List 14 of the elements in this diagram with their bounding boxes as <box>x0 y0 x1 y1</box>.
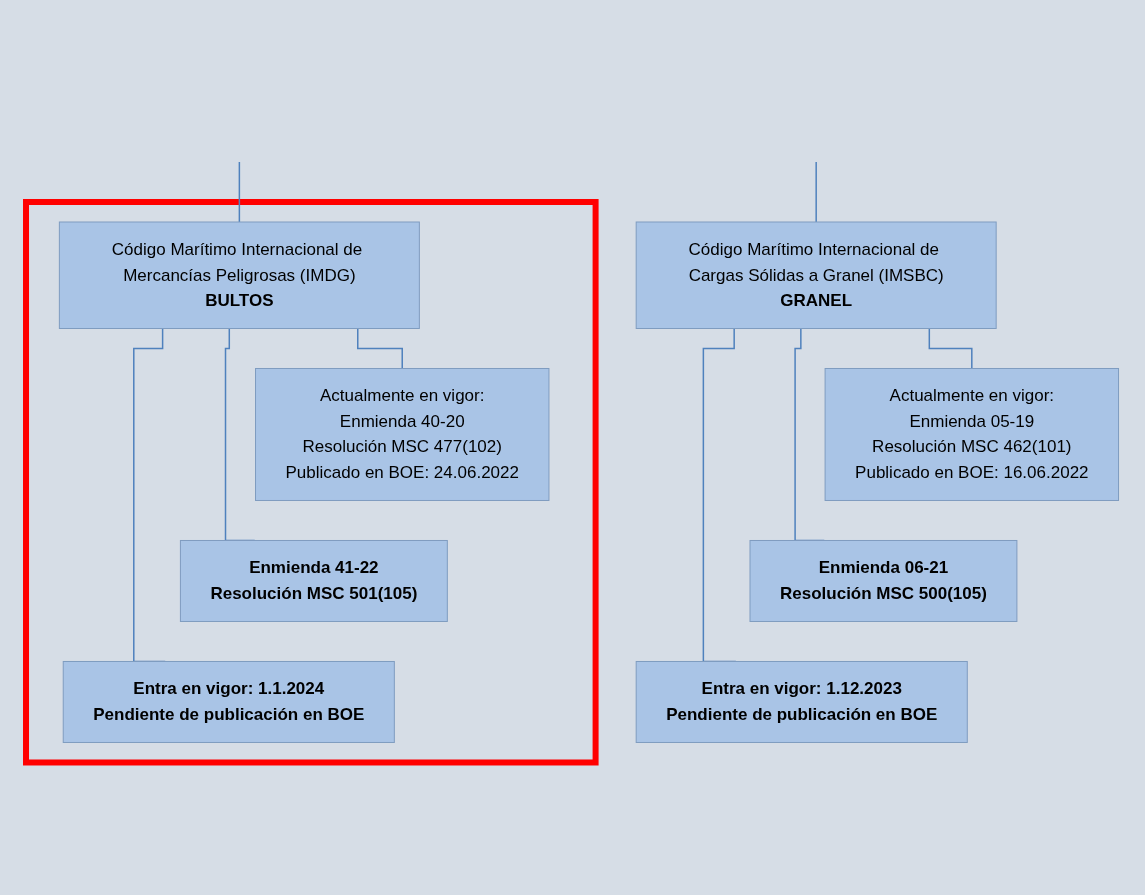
node-box: Código Marítimo Internacional de Mercancías Peligrosas (IMDG) BULTOS <box>59 221 421 330</box>
node-box: Código Marítimo Internacional de Cargas Sólidas a Granel (IMSBC) GRANEL <box>635 221 997 330</box>
node-box: Actualmente en vigor: Enmienda 40-20 Resolución MSC 477(102) Publicado en BOE: 24.06.2022 <box>255 368 550 502</box>
connector <box>928 328 973 370</box>
node-box: Enmienda 41-22 Resolución MSC 501(105) <box>180 540 449 623</box>
connector <box>357 328 404 370</box>
connector <box>238 161 241 223</box>
node-box: Enmienda 06-21 Resolución MSC 500(105) <box>749 540 1018 623</box>
connector <box>702 328 737 663</box>
node-box: Actualmente en vigor: Enmienda 05-19 Resolución MSC 462(101) Publicado en BOE: 16.06.2022 <box>824 368 1120 502</box>
cluster <box>23 199 599 766</box>
node-box: Entra en vigor: 1.12.2023 Pendiente de publicación en BOE <box>635 661 968 744</box>
connector <box>815 161 818 223</box>
node-box: Entra en vigor: 1.1.2024 Pendiente de publicación en BOE <box>62 661 396 744</box>
